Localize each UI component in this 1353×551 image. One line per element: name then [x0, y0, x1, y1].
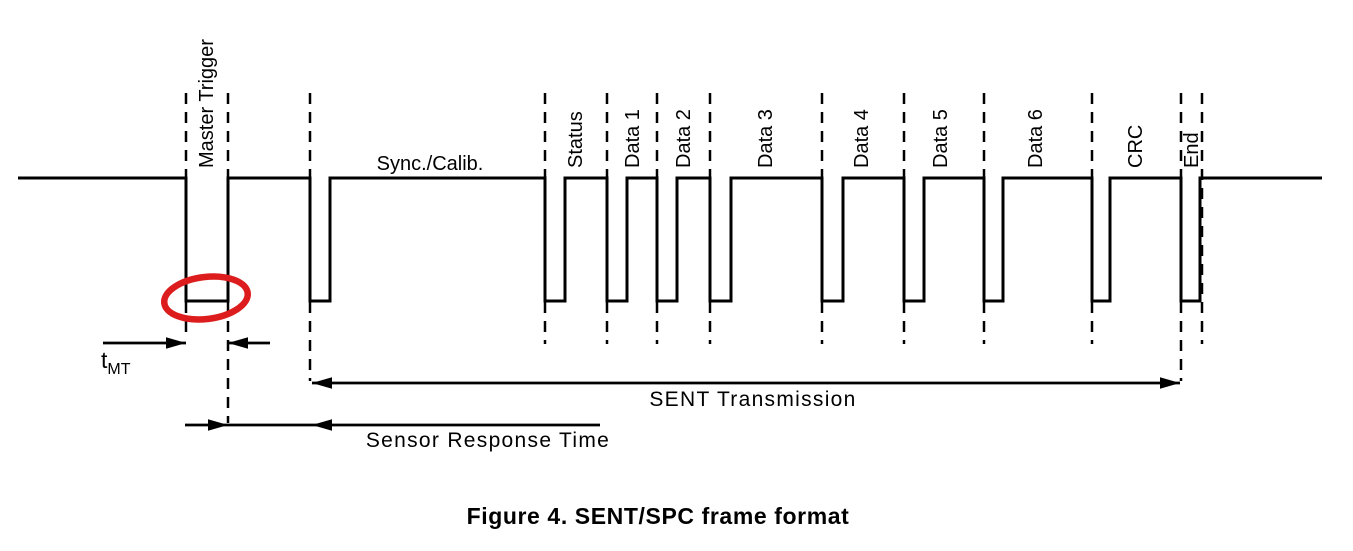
- t-mt-arrowhead-right: [166, 337, 186, 349]
- pulse-label-data-3: Data 3: [755, 109, 777, 168]
- pulse-label-data-2: Data 2: [673, 109, 695, 168]
- pulse-label-master-trigger: Master Trigger: [196, 39, 218, 168]
- sent-transmission-label: SENT Transmission: [649, 388, 856, 411]
- red-annotation-circle: [160, 273, 252, 323]
- sent-transmission-arrowhead-right: [1160, 377, 1180, 389]
- pulse-label-data-6: Data 6: [1025, 109, 1047, 168]
- sensor-response-time-arrowhead-right: [208, 419, 228, 431]
- segment-label-sync-calib: Sync./Calib.: [377, 153, 484, 175]
- t-mt-label: tMT: [101, 347, 131, 378]
- pulse-label-crc: CRC: [1125, 125, 1147, 168]
- t-mt-arrowhead-left: [228, 337, 248, 349]
- pulse-label-data-1: Data 1: [622, 109, 644, 168]
- sensor-response-time-label: Sensor Response Time: [366, 429, 610, 452]
- pulse-label-status: Status: [565, 111, 587, 168]
- sensor-response-time-arrowhead-left: [312, 419, 332, 431]
- pulse-label-end: End: [1181, 132, 1203, 168]
- pulse-label-data-5: Data 5: [930, 109, 952, 168]
- figure-caption: Figure 4. SENT/SPC frame format: [466, 503, 850, 529]
- sent-transmission-arrowhead-left: [312, 377, 332, 389]
- pulse-label-data-4: Data 4: [851, 109, 873, 168]
- waveform-trace: [18, 176, 1322, 303]
